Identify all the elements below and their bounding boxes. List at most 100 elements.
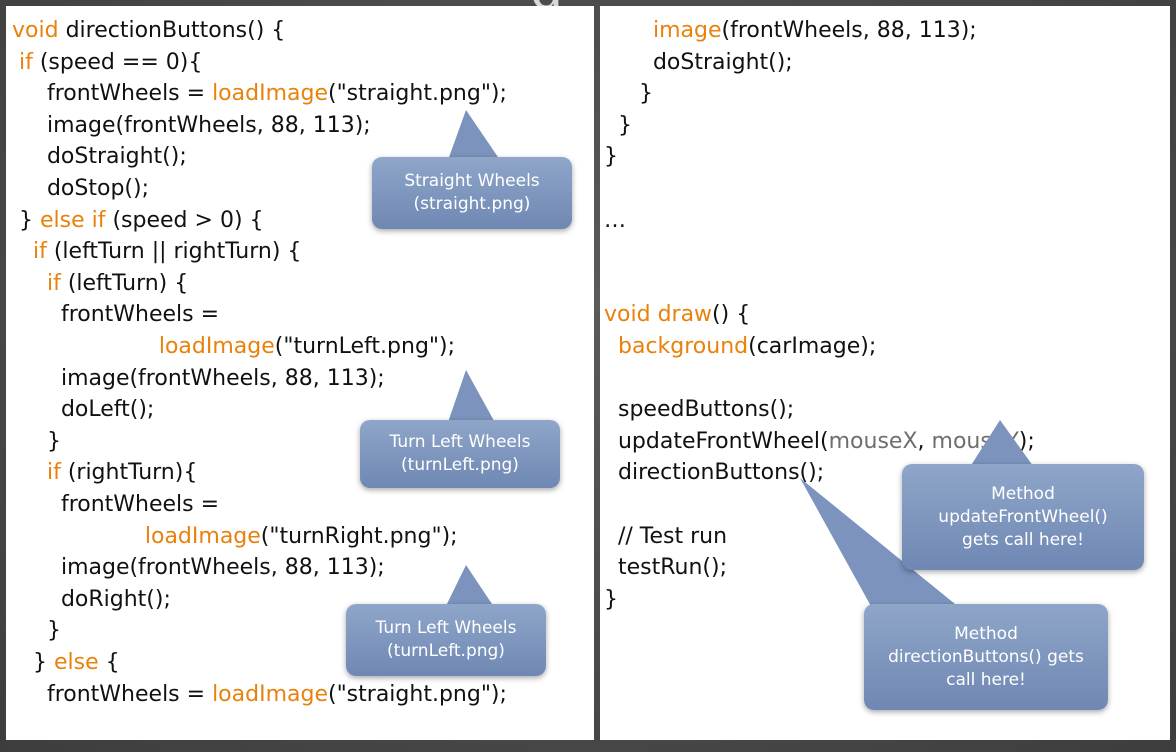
code-token-kw: loadImage xyxy=(212,81,328,107)
code-line: } xyxy=(604,585,618,615)
code-line: } else if (speed > 0) { xyxy=(12,206,264,236)
callout-turn-left-wheels-2: Turn Left Wheels (turnLeft.png) xyxy=(346,604,546,676)
code-token-kw: if xyxy=(19,49,33,75)
callout-line: directionButtons() gets xyxy=(888,646,1084,667)
code-token xyxy=(12,50,19,75)
code-token-kw: image xyxy=(652,18,722,43)
callout-line: Method xyxy=(954,623,1018,644)
code-line: doLeft(); xyxy=(12,395,154,425)
code-line: image(frontWheels, 88, 113); xyxy=(12,553,385,583)
code-token: } xyxy=(604,112,632,138)
code-token: doRight(); xyxy=(12,586,171,612)
code-token: updateFrontWheel( xyxy=(604,428,829,454)
code-line: void draw() { xyxy=(604,300,750,330)
code-token: } xyxy=(12,428,61,454)
code-line: frontWheels = xyxy=(12,490,219,520)
code-token xyxy=(604,334,618,359)
callout-turn-left-wheels-1: Turn Left Wheels(turnLeft.png) xyxy=(360,420,560,488)
code-token: } xyxy=(604,81,653,107)
callout-line: Turn Left Wheels xyxy=(375,618,517,638)
code-token: ); xyxy=(1018,428,1035,454)
callout-line: Straight Wheels xyxy=(404,171,540,191)
code-token: ("turnRight.png"); xyxy=(260,523,458,549)
callout-line: call here! xyxy=(946,669,1026,690)
code-token-kw: void xyxy=(12,18,66,43)
code-token-kw: background xyxy=(618,334,749,359)
callout-text: Straight Wheels(straight.png) xyxy=(404,170,539,216)
code-token: (rightTurn){ xyxy=(60,460,198,486)
code-line: } xyxy=(604,142,618,172)
callout-line: Method xyxy=(991,483,1055,504)
code-token-kw: loadImage xyxy=(144,523,261,549)
code-line: testRun(); xyxy=(604,553,727,583)
code-token xyxy=(12,524,145,549)
code-line: background(carImage); xyxy=(604,332,876,362)
code-token: doStraight(); xyxy=(12,144,187,170)
code-token: frontWheels = xyxy=(12,681,213,707)
code-line: image(frontWheels, 88, 113); xyxy=(12,364,385,394)
callout-pointer-direction-buttons xyxy=(800,478,960,608)
code-line: } else { xyxy=(12,648,120,678)
code-token: image(frontWheels, 88, 113); xyxy=(12,555,385,581)
code-token xyxy=(604,18,653,43)
code-token-kw: else xyxy=(53,650,99,675)
code-line: if (speed == 0){ xyxy=(12,48,202,78)
callout-pointer-straight xyxy=(448,110,500,160)
code-token: ("straight.png"); xyxy=(327,81,507,107)
callout-line: updateFrontWheel() xyxy=(938,506,1108,527)
code-line: updateFrontWheel(mouseX, mouseY); xyxy=(604,427,1035,457)
code-token: , xyxy=(917,428,932,454)
code-line: if (leftTurn || rightTurn) { xyxy=(12,237,301,267)
code-token: (leftTurn) { xyxy=(60,270,189,296)
code-line: doStop(); xyxy=(12,174,149,204)
code-line: loadImage("turnLeft.png"); xyxy=(12,332,455,362)
code-token-kw: else if xyxy=(39,207,106,233)
code-token: image(frontWheels, 88, 113); xyxy=(12,365,385,391)
code-token: (frontWheels, 88, 113); xyxy=(721,18,977,43)
callout-line: (turnLeft.png) xyxy=(401,455,519,475)
code-line: if (rightTurn){ xyxy=(12,458,197,488)
code-token-kw: if xyxy=(32,239,47,265)
callout-pointer-turn-left-1 xyxy=(446,370,498,428)
code-line: loadImage("turnRight.png"); xyxy=(12,522,458,552)
code-line: // Test run xyxy=(604,522,727,552)
code-line: frontWheels = loadImage("straight.png"); xyxy=(12,79,507,109)
code-token: frontWheels = xyxy=(12,302,220,328)
code-token: ("turnLeft.png"); xyxy=(274,334,456,359)
code-line: } xyxy=(604,111,632,141)
code-token: { xyxy=(98,650,120,675)
code-token: } xyxy=(604,144,618,170)
code-token: } xyxy=(12,618,61,644)
code-line: if (leftTurn) { xyxy=(12,269,188,299)
code-line: } xyxy=(12,616,61,646)
code-token: } xyxy=(604,586,618,612)
code-token: doStop(); xyxy=(12,176,149,201)
code-line: … xyxy=(604,206,626,236)
code-token xyxy=(12,460,47,485)
code-line: image(frontWheels, 88, 113); xyxy=(12,111,371,141)
code-line: frontWheels = xyxy=(12,300,219,330)
code-line: void directionButtons() { xyxy=(12,16,285,46)
code-token: } xyxy=(12,207,40,233)
callout-line: (turnLeft.png) xyxy=(387,641,505,661)
callout-text: Turn Left Wheels(turnLeft.png) xyxy=(390,431,531,477)
code-token xyxy=(12,239,33,264)
code-line: frontWheels = loadImage("straight.png"); xyxy=(12,680,507,710)
code-token: (speed == 0){ xyxy=(32,49,203,75)
code-token: doStraight(); xyxy=(604,49,793,75)
code-token-kw: void xyxy=(604,302,658,328)
code-line: } xyxy=(604,79,653,109)
callout-line: gets call here! xyxy=(962,529,1084,550)
code-token: doLeft(); xyxy=(12,397,155,423)
code-token: frontWheels = xyxy=(12,81,213,107)
code-token-kw: loadImage xyxy=(212,681,328,707)
code-token: } xyxy=(12,650,54,675)
code-token: frontWheels = xyxy=(12,492,220,517)
code-token-kw: if xyxy=(46,270,61,296)
code-token: (leftTurn || rightTurn) { xyxy=(46,239,302,265)
code-token: … xyxy=(604,207,626,233)
code-token: image(frontWheels, 88, 113); xyxy=(12,112,371,138)
code-token: // Test run xyxy=(604,523,728,549)
callout-text: Turn Left Wheels (turnLeft.png) xyxy=(376,617,517,663)
